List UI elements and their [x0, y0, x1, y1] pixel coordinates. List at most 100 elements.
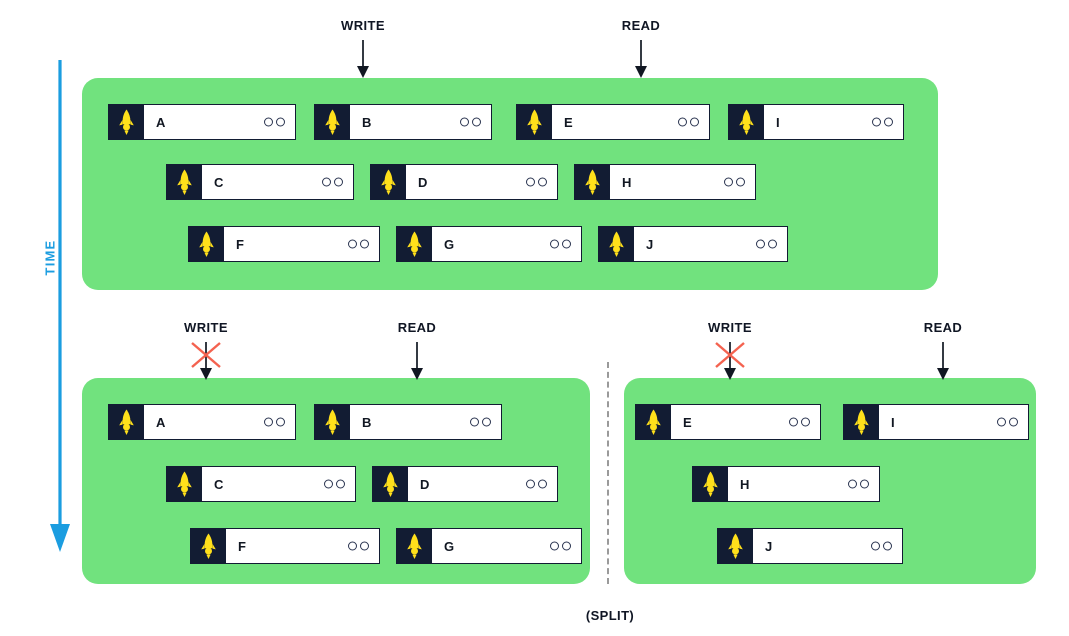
shard-item[interactable]: C: [166, 164, 354, 200]
rocket-icon: [727, 533, 743, 559]
shard-item[interactable]: G: [396, 528, 582, 564]
op-label: READ: [923, 320, 963, 335]
shard-badge: [728, 104, 764, 140]
shard-replica-dots: [526, 177, 547, 187]
shard-label: E: [564, 114, 573, 130]
rocket-icon: [380, 169, 396, 195]
shard-replica-dots: [724, 177, 745, 187]
rocket-icon: [200, 533, 216, 559]
rocket-icon: [406, 533, 422, 559]
shard-body: G: [432, 226, 582, 262]
shard-item[interactable]: I: [728, 104, 904, 140]
shard-replica-dots: [550, 541, 571, 551]
shard-item[interactable]: I: [843, 404, 1029, 440]
rocket-icon: [118, 109, 134, 135]
write-op-left[interactable]: WRITE: [146, 320, 266, 384]
shard-body: H: [728, 466, 880, 502]
op-label: WRITE: [708, 320, 752, 335]
shard-item[interactable]: E: [516, 104, 710, 140]
shard-item[interactable]: H: [574, 164, 756, 200]
shard-label: I: [776, 114, 780, 130]
shard-badge: [370, 164, 406, 200]
replica-circle-icon: [538, 479, 547, 489]
rocket-icon: [324, 109, 340, 135]
shard-item[interactable]: D: [372, 466, 558, 502]
shard-body: H: [610, 164, 756, 200]
shard-item[interactable]: B: [314, 104, 492, 140]
shard-item[interactable]: F: [190, 528, 380, 564]
shard-item[interactable]: C: [166, 466, 356, 502]
shard-replica-dots: [871, 541, 892, 551]
shard-badge: [396, 528, 432, 564]
replica-circle-icon: [324, 479, 333, 489]
shard-badge: [396, 226, 432, 262]
write-op-right[interactable]: WRITE: [670, 320, 790, 384]
down-arrow-icon: [635, 40, 647, 78]
shard-replica-dots: [348, 239, 369, 249]
shard-badge: [598, 226, 634, 262]
shard-replica-dots: [264, 117, 285, 127]
shard-label: J: [646, 236, 654, 252]
read-op-left[interactable]: READ: [357, 320, 477, 384]
replica-circle-icon: [526, 479, 535, 489]
read-op-before[interactable]: READ: [581, 18, 701, 82]
replica-circle-icon: [848, 479, 857, 489]
replica-circle-icon: [336, 479, 345, 489]
shard-badge: [188, 226, 224, 262]
shard-item[interactable]: H: [692, 466, 880, 502]
op-label: READ: [621, 18, 661, 33]
shard-label: G: [444, 538, 455, 554]
shard-badge: [314, 404, 350, 440]
shard-body: A: [144, 404, 296, 440]
shard-replica-dots: [348, 541, 369, 551]
shard-item[interactable]: E: [635, 404, 821, 440]
replica-circle-icon: [1009, 417, 1018, 427]
shard-body: J: [634, 226, 788, 262]
shard-replica-dots: [848, 479, 869, 489]
shard-body: E: [552, 104, 710, 140]
shard-replica-dots: [470, 417, 491, 427]
shard-item[interactable]: D: [370, 164, 558, 200]
split-divider: [607, 362, 609, 584]
write-op-before[interactable]: WRITE: [303, 18, 423, 82]
blocked-cross-icon: [191, 342, 221, 368]
split-label: (SPLIT): [585, 608, 635, 623]
shard-badge: [166, 466, 202, 502]
shard-replica-dots: [997, 417, 1018, 427]
replica-circle-icon: [470, 417, 479, 427]
rocket-icon: [406, 231, 422, 257]
shard-item[interactable]: J: [717, 528, 903, 564]
shard-item[interactable]: G: [396, 226, 582, 262]
shard-item[interactable]: A: [108, 404, 296, 440]
shard-badge: [166, 164, 202, 200]
read-op-right[interactable]: READ: [883, 320, 1003, 384]
replica-circle-icon: [550, 239, 559, 249]
shard-badge: [314, 104, 350, 140]
shard-item[interactable]: J: [598, 226, 788, 262]
rocket-icon: [853, 409, 869, 435]
shard-body: I: [764, 104, 904, 140]
replica-circle-icon: [360, 541, 369, 551]
shard-replica-dots: [756, 239, 777, 249]
shard-body: F: [226, 528, 380, 564]
time-down-arrow-icon: [50, 60, 70, 552]
shard-item[interactable]: F: [188, 226, 380, 262]
shard-label: H: [622, 174, 632, 190]
op-arrow: [628, 40, 654, 83]
replica-circle-icon: [348, 239, 357, 249]
shard-item[interactable]: A: [108, 104, 296, 140]
shard-badge: [717, 528, 753, 564]
shard-item[interactable]: B: [314, 404, 502, 440]
replica-circle-icon: [562, 239, 571, 249]
shard-badge: [574, 164, 610, 200]
op-label: WRITE: [184, 320, 228, 335]
shard-body: E: [671, 404, 821, 440]
replica-circle-icon: [871, 541, 880, 551]
shard-body: D: [408, 466, 558, 502]
op-label: WRITE: [341, 18, 385, 33]
shard-label: A: [156, 414, 166, 430]
shard-replica-dots: [550, 239, 571, 249]
replica-circle-icon: [883, 541, 892, 551]
shard-label: D: [418, 174, 428, 190]
